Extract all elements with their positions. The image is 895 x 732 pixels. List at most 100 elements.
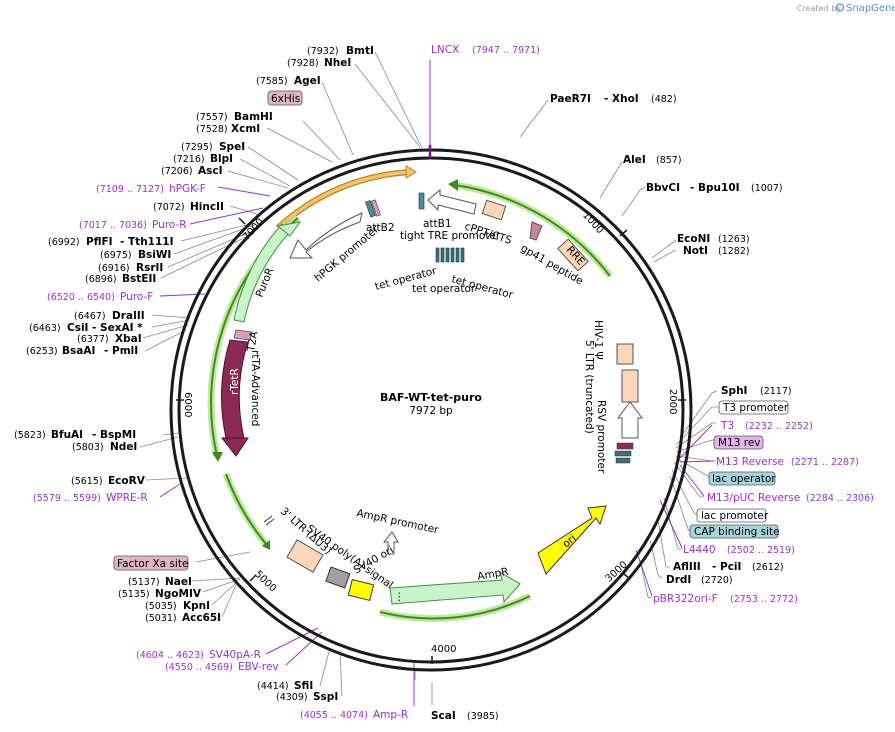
site-bsteii-pos: (6896) xyxy=(85,274,117,285)
his-tag-box xyxy=(267,90,303,106)
feat-ampr: AmpR xyxy=(476,566,509,583)
attb1-box xyxy=(418,192,425,210)
site-bpu10i: - Bpu10I xyxy=(690,182,740,194)
created-by-text: Created by xyxy=(797,4,841,13)
site-asci-pos: (7206) xyxy=(161,166,193,177)
plasmid-size: 7972 bp xyxy=(409,405,453,417)
label-m13-rev: M13 rev xyxy=(718,437,761,449)
site-scai-pos: (3985) xyxy=(467,711,499,722)
primer-amp-r-range: (4055 .. 4074) xyxy=(300,710,368,721)
primer-wpre-r: WPRE-R xyxy=(106,492,148,504)
rre-box xyxy=(557,238,589,272)
site-drdi-pos: (2720) xyxy=(701,575,733,586)
label-lac-operator: lac operator xyxy=(712,473,776,485)
primer-sv40pa-r: SV40pA-R xyxy=(209,649,261,661)
arc-green-bottom xyxy=(379,595,531,620)
gp41-box xyxy=(529,221,543,241)
site-hincii: HincII xyxy=(190,201,224,213)
site-csii-pos: (6463) xyxy=(29,323,61,334)
feat-tet-op-3: tet operator xyxy=(412,283,476,295)
site-blpi: BlpI xyxy=(210,153,233,165)
site-scai: ScaI xyxy=(431,710,456,722)
site-pmli: - PmlI xyxy=(104,345,138,357)
site-sfii: SfiI xyxy=(294,680,313,692)
site-xhoi-pos: (482) xyxy=(651,94,677,105)
primer-l4440: L4440 xyxy=(683,544,716,556)
primer-puro-f-range: (6520 .. 6540) xyxy=(47,292,115,303)
primer-amp-r: Amp-R xyxy=(373,709,408,721)
cppt-box xyxy=(481,199,507,221)
feat-attb1: attB1 xyxy=(423,218,452,230)
site-bfuai: BfuAI xyxy=(51,429,83,441)
primer-l4440-range: (2502 .. 2519) xyxy=(727,545,795,556)
tight-tre-arrow xyxy=(427,188,477,215)
site-bsaai-pos: (6253) xyxy=(26,346,58,357)
site-naei: NaeI xyxy=(165,576,192,588)
snapgene-logo-icon xyxy=(835,3,845,12)
site-ndei-pos: (5803) xyxy=(72,442,104,453)
primer-m13-puc-range: (2284 .. 2306) xyxy=(806,493,874,504)
site-xcmi: XcmI xyxy=(231,123,260,135)
ori-arrow xyxy=(537,505,607,575)
site-hincii-pos: (7072) xyxy=(153,202,185,213)
primer-lncx: LNCX xyxy=(431,44,459,56)
feat-rtetr: rTetR xyxy=(229,368,241,395)
site-csii: CsiI xyxy=(67,322,88,334)
label-6xhis: 6xHis xyxy=(271,93,300,105)
snapgene-brand: SnapGene xyxy=(846,3,895,14)
feat-tight-tre: tight TRE promoter xyxy=(400,230,501,242)
site-alei-pos: (857) xyxy=(656,155,682,166)
factor-xa-box xyxy=(113,555,189,571)
site-bmti-pos: (7932) xyxy=(307,46,339,57)
site-rsrii: RsrII xyxy=(136,262,163,274)
t3-promoter-box xyxy=(718,400,789,415)
sv40-polya-box xyxy=(325,566,351,589)
site-blpi-pos: (7216) xyxy=(173,154,205,165)
site-xcmi-pos: (7528) xyxy=(196,124,228,135)
site-bfuai-pos: (5823) xyxy=(14,430,46,441)
primer-sv40pa-r-range: (4604 .. 4623) xyxy=(136,650,204,661)
label-factor-xa: Factor Xa site xyxy=(117,558,188,570)
site-agei: AgeI xyxy=(294,75,321,87)
site-sphi: SphI xyxy=(721,385,747,397)
site-noti-pos: (1282) xyxy=(718,246,750,257)
site-sfii-pos: (4414) xyxy=(257,681,289,692)
site-sspi: SspI xyxy=(313,691,338,703)
arc-green-ll-head xyxy=(262,540,270,550)
feat-t2a: T2A xyxy=(245,330,261,354)
site-bsteii: BstEII xyxy=(122,273,156,285)
primer-ebv-rev-range: (4550 .. 4569) xyxy=(165,662,233,673)
site-pflfi-pos: (6992) xyxy=(48,237,80,248)
attb2-box2 xyxy=(370,199,382,217)
plasmid-name: BAF-WT-tet-puro xyxy=(380,391,482,404)
site-kpni: KpnI xyxy=(183,600,210,612)
feat-ltr5: 5' LTR (truncated) xyxy=(583,340,595,434)
site-xhoi: - XhoI xyxy=(604,93,639,105)
feat-ampr-promoter: AmpR promoter xyxy=(355,507,440,536)
m13-rev-box xyxy=(713,435,764,450)
site-econi: EcoNI xyxy=(677,233,710,245)
site-nhei: NheI xyxy=(324,57,351,69)
label-lac-promoter: lac promoter xyxy=(701,510,769,522)
site-asci: AscI xyxy=(198,165,223,177)
feat-attb2: attB2 xyxy=(366,222,395,234)
site-pcii: - PciI xyxy=(712,561,741,573)
ampr-dots: ⋮ xyxy=(394,591,405,603)
arc-orange xyxy=(276,170,413,230)
site-ecorv-pos: (5615) xyxy=(71,476,103,487)
arc-green-ll xyxy=(225,473,267,545)
arc-green-ll-glow xyxy=(222,472,269,547)
primer-pbr322ori-f: pBR322ori-F xyxy=(653,593,718,605)
tick-4000: 4000 xyxy=(431,644,456,655)
primer-m13-reverse: M13 Reverse xyxy=(716,456,784,468)
primer-puro-r-range: (7017 .. 7036) xyxy=(79,220,147,231)
primer-t3: T3 xyxy=(720,420,734,432)
site-agei-pos: (7585) xyxy=(256,76,288,87)
site-bamhi: BamHI xyxy=(234,111,273,123)
feat-rtta: rtTA-Advanced xyxy=(249,350,261,426)
label-t3-promoter: T3 promoter xyxy=(722,402,789,414)
site-econi-pos: (1263) xyxy=(718,234,750,245)
site-acc65i: Acc65I xyxy=(182,612,221,624)
feat-cppt: cPPT/CTS xyxy=(463,220,513,247)
